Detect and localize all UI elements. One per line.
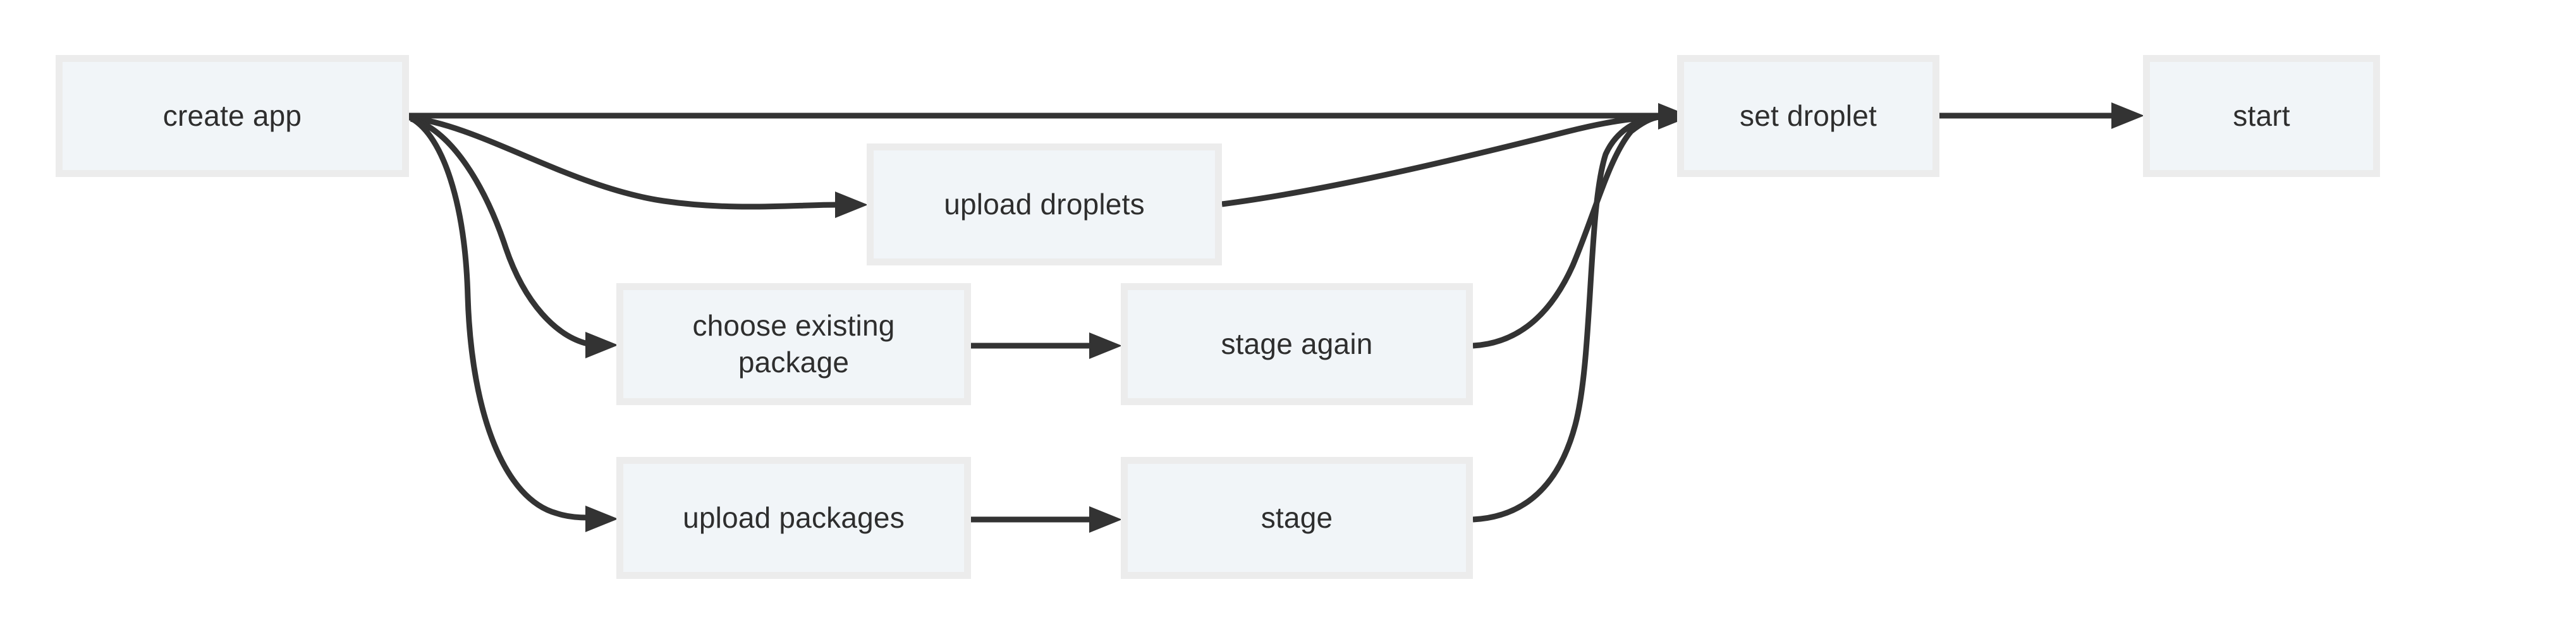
arrowhead-into-choose-existing-package [585, 332, 618, 358]
node-start[interactable]: start [2143, 55, 2380, 177]
node-label-create-app: create app [162, 99, 302, 132]
node-label-stage: stage [1261, 501, 1333, 534]
node-label-upload-packages: upload packages [683, 501, 905, 534]
arrowhead-into-set-droplet [1658, 103, 1691, 130]
node-upload-droplets[interactable]: upload droplets [867, 143, 1222, 265]
arrowhead-into-stage-again [1089, 332, 1122, 359]
arrowhead-into-start [2111, 102, 2144, 129]
edge-create-app-to-choose-existing-package [410, 116, 589, 347]
arrowhead-into-upload-packages [585, 506, 618, 532]
node-label-upload-droplets: upload droplets [944, 187, 1145, 221]
node-create-app[interactable]: create app [56, 55, 409, 177]
node-choose-existing-package[interactable]: choose existing package [616, 283, 971, 405]
node-label-set-droplet: set droplet [1740, 99, 1877, 132]
node-set-droplet[interactable]: set droplet [1677, 55, 1939, 177]
edge-stage-to-set-droplet [1472, 114, 1660, 523]
edge-upload-droplets-to-set-droplet [1221, 114, 1660, 207]
arrowhead-into-stage [1089, 506, 1122, 533]
node-label-start: start [2233, 99, 2290, 132]
node-label-stage-again: stage again [1221, 327, 1373, 360]
edge-stage-again-to-set-droplet [1472, 114, 1660, 349]
node-label-choose-existing-package: choose existing package [692, 309, 895, 379]
edge-create-app-to-upload-packages [410, 116, 589, 521]
node-upload-packages[interactable]: upload packages [616, 457, 971, 579]
node-stage-again[interactable]: stage again [1121, 283, 1473, 405]
arrowhead-into-upload-droplets [835, 191, 868, 218]
edge-create-app-to-upload-droplets [408, 114, 838, 210]
node-stage[interactable]: stage [1121, 457, 1473, 579]
